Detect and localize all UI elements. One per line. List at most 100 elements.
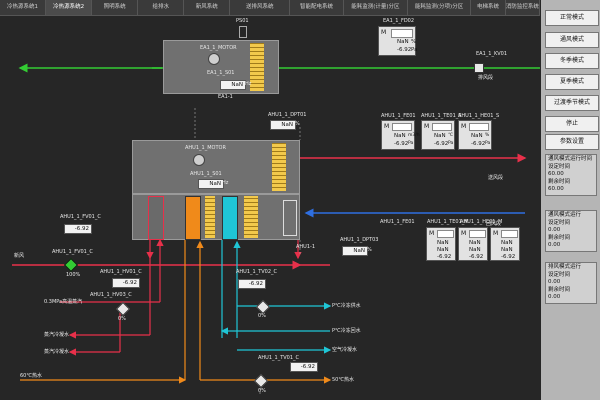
winter-mode-button[interactable]: 冬季模式 [545,53,599,69]
tv01-tag: AHU1_1_TV01_C [258,355,300,361]
tab-2[interactable]: 冷热源系统2 [46,0,93,16]
ea-ps-sensor[interactable] [239,26,247,38]
tab-11[interactable]: 消防监控系统 [505,0,541,16]
ea-kv-tag: EA1_1_KV01 [476,51,508,57]
info-line: 剩余时间 [548,286,571,293]
ahu-fan-icon[interactable] [193,154,205,166]
cooling-coil [222,196,238,240]
tab-8[interactable]: 能耗监测(计量)分区 [344,0,408,16]
info-line: 0.00 [548,294,561,300]
hv03-percent: 0% [118,316,126,322]
transition-mode-button[interactable]: 过渡季节模式 [545,95,599,111]
info-line: 0.00 [548,227,561,233]
return-panel-tag: AHU1_1_HE01_M [460,219,503,225]
ea-motor-tag: EA1_1_MOTOR [200,45,237,51]
ea-filter-panel [250,43,264,91]
steam-return-label: 蒸汽冷凝水 [44,332,70,338]
ahu-dpt03-value: NaN [342,246,368,256]
ea-fd-cell [391,29,413,38]
summer-mode-button[interactable]: 夏季模式 [545,74,599,90]
steam-return-label-2: 蒸汽冷凝水 [44,349,70,355]
tv02-tag: AHU1_1_TV02_C [236,269,278,275]
ea-speed-unit: Hz [245,81,252,87]
ea-kv-valve-icon[interactable] [474,63,484,73]
info-line: 通风模式运行 [548,212,582,218]
stop-button[interactable]: 停止 [545,116,599,132]
chw-supply-label: P℃冷冻供水 [332,303,361,309]
ahu-name: AHU1-1 [296,244,316,250]
tab-3[interactable]: 照明系统 [92,0,139,16]
return-panel-tag: AHU1_1_TE01_M [427,219,469,225]
fv01-value: -6.92 [64,224,92,234]
tab-7[interactable]: 智能配电系统 [290,0,344,16]
preheat-coil [205,196,215,238]
ea-ps-tag: PS01 [236,18,249,24]
heating-coil [148,196,164,240]
fv01-percent: 100% [66,272,81,278]
ventilation-mode-button[interactable]: 通风模式 [545,32,599,48]
ea-fd-tag: EA1_1_FD02 [383,18,415,24]
exhaust-section-label: 排风段 [478,75,494,81]
ea-s01-tag: EA1_1_S01 [207,70,235,76]
hv03-tag: AHU1_1_HV03_C [90,292,132,298]
params-button[interactable]: 参数设置 [545,134,599,150]
return-section-label: 回风段 [486,221,502,227]
ahu-dpt-top-value: NaN [270,120,296,130]
tv02-percent: 0% [258,313,266,319]
info-line: 60.00 [548,171,564,177]
tab-1[interactable]: 冷热源系统1 [0,0,47,16]
fresh-air-label: 新风 [14,253,25,259]
info-line: 设定时间 [548,163,571,170]
ahu-s01-tag: AHU1_1_S01 [190,171,222,177]
ea-unit-name: EA1-1 [218,94,233,100]
hw-return-label: 50℃热水 [332,377,354,383]
fv01-valve-tag: AHU1_1_FV01_C [52,249,93,255]
steam-humidifier [185,196,201,240]
air-cond-label: 空气冷凝水 [332,347,358,353]
sensor-panel-tag: AHU1_1_FE01 [381,113,416,119]
tab-6[interactable]: 送排风系统 [230,0,291,16]
hv01-tag: AHU1_1_HV01_C [100,269,142,275]
mixing-damper [283,200,297,236]
supply-section-label: 送风段 [488,175,504,181]
normal-mode-button[interactable]: 正常模式 [545,10,599,26]
info-line: 0.00 [548,279,561,285]
hv01-value: -6.92 [112,278,140,288]
info-line: 设定时间 [548,271,571,278]
ahu-dpt-top-unit: % [295,121,300,127]
tv01-percent: 0% [258,388,266,394]
tab-4[interactable]: 给排水 [138,0,185,16]
final-filter [244,196,258,238]
fv01-tag: AHU1_1_FV01_C [60,214,101,220]
info-line: 0.00 [548,242,561,248]
tv02-value: -6.92 [238,279,266,289]
ahu-dpt03-tag: AHU1_1_DPT03 [340,237,379,243]
info-line: 60.00 [548,186,564,192]
info-line: 通风模式运行时间 [548,156,593,162]
ea-fan-icon[interactable] [208,53,220,65]
tab-5[interactable]: 新风系统 [184,0,231,16]
hw-supply-label: 60℃热水 [20,373,42,379]
ahu-speed-unit: Hz [222,180,229,186]
chw-return-label: P℃冷冻回水 [332,328,361,334]
ea-fd-panel[interactable]: M NaN % -6.92 Pa [378,26,417,56]
tab-10[interactable]: 电梯系统 [471,0,506,16]
ahu-motor-tag: AHU1_1_MOTOR [185,145,226,151]
info-line: 排风模式运行 [548,264,582,270]
sensor-panel-tag: AHU1_1_TE01_S [421,113,462,119]
info-line: 剩余时间 [548,178,571,185]
ahu-speed-value: NaN [198,179,224,189]
info-line: 设定时间 [548,219,571,226]
tab-9[interactable]: 能耗监测(分项)分区 [407,0,472,16]
ahu-dpt03-unit: % [367,247,372,253]
steam-supply-label: 0.3MPa高温蒸汽 [44,299,83,305]
